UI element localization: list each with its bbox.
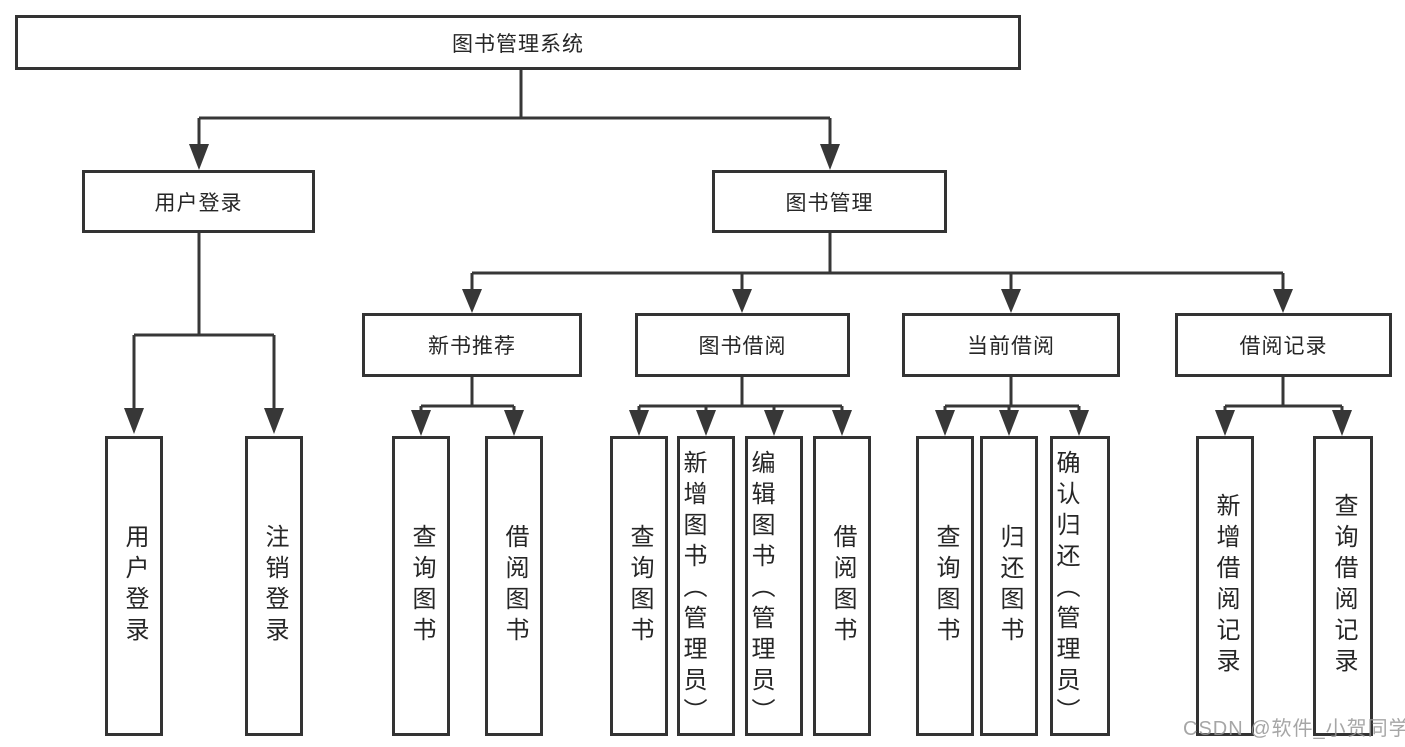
leaf-query-borrow-record-label: 查询借阅记录	[1330, 493, 1357, 679]
leaf-edit-books-admin: 编辑图书（管理员）	[745, 436, 803, 736]
leaf-query-borrow-record: 查询借阅记录	[1313, 436, 1373, 736]
node-new-book-recommendation-label: 新书推荐	[428, 335, 516, 358]
node-book-management-label: 图书管理	[785, 191, 874, 215]
node-book-management: 图书管理	[712, 170, 947, 233]
leaf-add-borrow-record-label: 新增借阅记录	[1212, 493, 1239, 679]
node-new-book-recommendation: 新书推荐	[362, 313, 582, 377]
leaf-add-books-admin-label: 新增图书（管理员）	[679, 450, 706, 729]
leaf-query-books-3-label: 查询图书	[932, 524, 959, 648]
arrowheads	[124, 144, 1352, 436]
leaf-return-books-label: 归还图书	[996, 524, 1023, 648]
leaf-borrow-books-2: 借阅图书	[813, 436, 871, 736]
node-borrowing-records: 借阅记录	[1175, 313, 1392, 377]
leaf-borrow-books-1-label: 借阅图书	[501, 524, 528, 648]
leaf-confirm-return-admin-label: 确认归还（管理员）	[1052, 450, 1079, 729]
node-user-login-label: 用户登录	[154, 191, 243, 215]
node-library-system-label: 图书管理系统	[452, 32, 584, 56]
leaf-query-books-1: 查询图书	[392, 436, 450, 736]
leaf-query-books-1-label: 查询图书	[408, 524, 435, 648]
node-current-borrowing: 当前借阅	[902, 313, 1120, 377]
leaf-edit-books-admin-label: 编辑图书（管理员）	[747, 450, 774, 729]
leaf-confirm-return-admin: 确认归还（管理员）	[1050, 436, 1110, 736]
watermark-text: CSDN @软件_小贺同学	[1183, 718, 1405, 740]
node-book-borrowing-label: 图书借阅	[698, 335, 787, 358]
node-user-login: 用户登录	[82, 170, 315, 233]
leaf-user-login-label: 用户登录	[121, 524, 148, 648]
node-borrowing-records-label: 借阅记录	[1239, 335, 1328, 358]
leaf-query-books-2: 查询图书	[610, 436, 668, 736]
leaf-add-books-admin: 新增图书（管理员）	[677, 436, 735, 736]
leaf-query-books-2-label: 查询图书	[626, 524, 653, 648]
node-library-system: 图书管理系统	[15, 15, 1021, 70]
leaf-logout: 注销登录	[245, 436, 303, 736]
leaf-return-books: 归还图书	[980, 436, 1038, 736]
node-book-borrowing: 图书借阅	[635, 313, 850, 377]
node-current-borrowing-label: 当前借阅	[967, 335, 1055, 358]
leaf-add-borrow-record: 新增借阅记录	[1196, 436, 1254, 736]
leaf-logout-label: 注销登录	[261, 524, 288, 648]
leaf-user-login: 用户登录	[105, 436, 163, 736]
leaf-borrow-books-2-label: 借阅图书	[829, 524, 856, 648]
leaf-borrow-books-1: 借阅图书	[485, 436, 543, 736]
leaf-query-books-3: 查询图书	[916, 436, 974, 736]
